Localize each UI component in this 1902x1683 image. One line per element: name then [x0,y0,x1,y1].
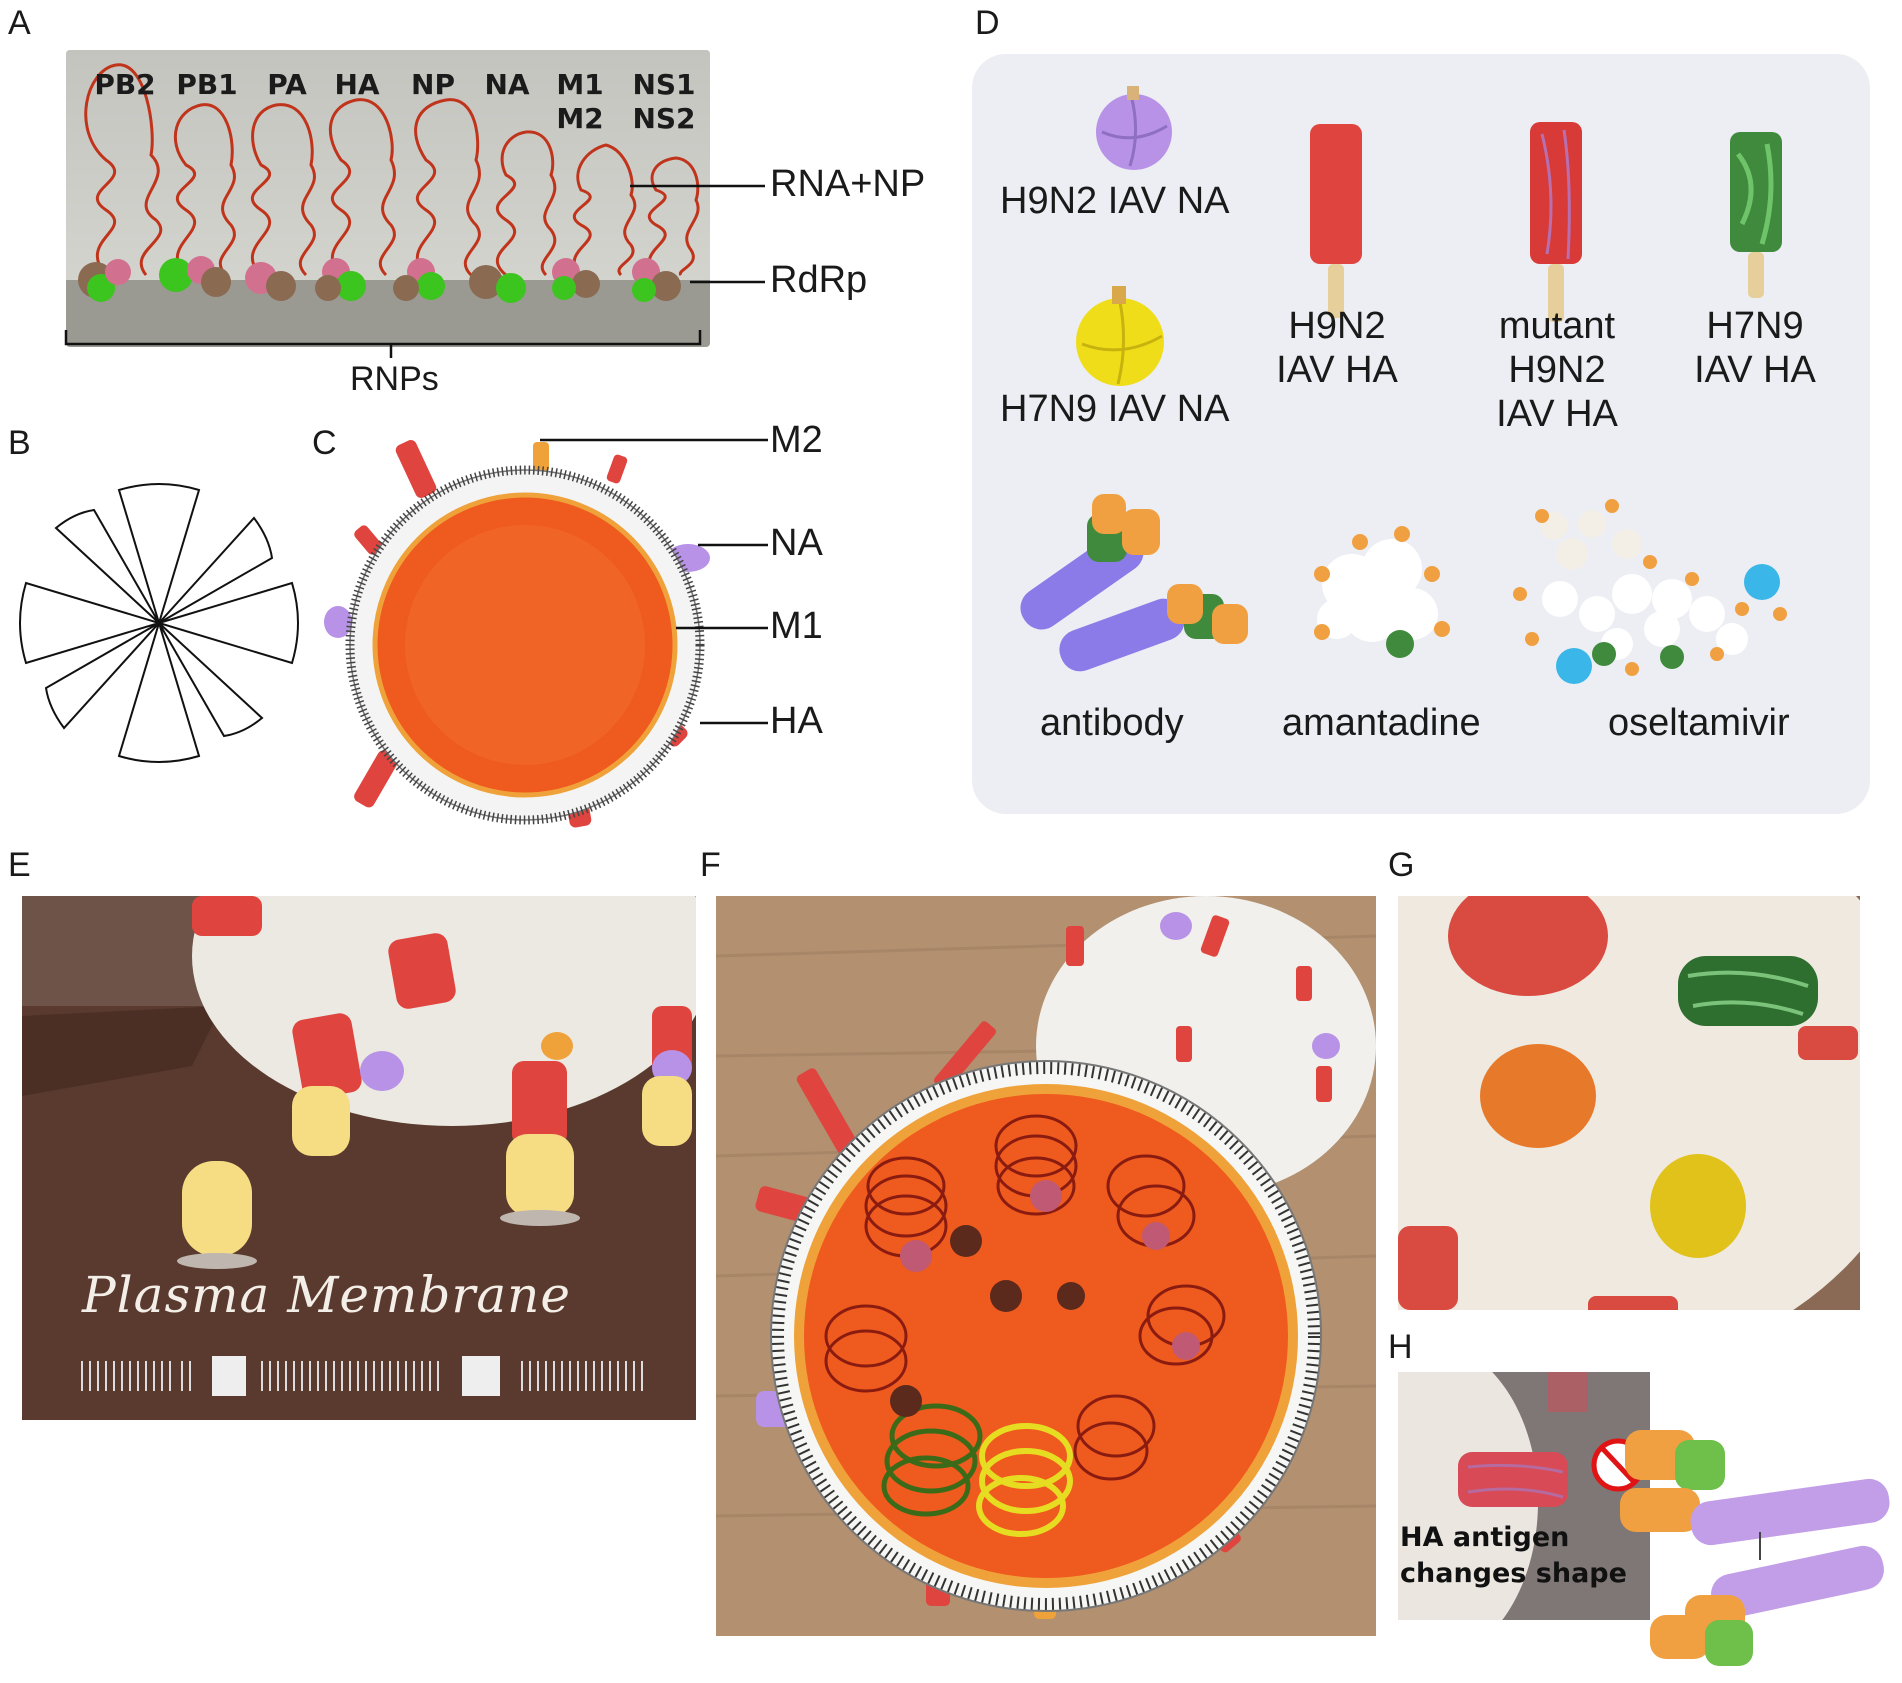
label-rnps: RNPs [350,360,439,398]
label-h7n9-na: H7N9 IAV NA [1000,388,1230,430]
virion-cross-section [324,440,710,828]
surface-protein-closeup-photo [1398,896,1860,1310]
antibody-model [1020,494,1248,672]
segment-pa: PA [267,68,307,101]
label-m1: M1 [770,605,823,647]
panel-label-f: F [700,846,721,884]
label-ha: HA [770,700,823,742]
ha-antibody-photo: HA antigen changes shape [1398,1372,1650,1620]
label-oseltamivir: oseltamivir [1608,702,1790,744]
h7n9-ha-model [1730,132,1782,298]
star-outline-diagram [19,483,299,763]
segment-pb2: PB2 [94,68,156,101]
molecule-models [1020,86,1787,684]
panel-label-d: D [975,4,1000,42]
surface-closeup-scene [1398,896,1860,1310]
panel-label-g: G [1388,846,1415,884]
virus-membrane-photo: Plasma Membrane [22,896,696,1420]
segment-ha: HA [334,68,380,101]
rnp-photo [66,50,710,347]
panel-c-leaders [540,438,768,725]
panel-label-b: B [8,424,31,462]
segment-m1-m2: M1 M2 [556,68,604,135]
segment-pb1: PB1 [176,68,238,101]
ha-antibody-scene [1398,1372,1650,1620]
label-rna-np: RNA+NP [770,163,926,205]
label-m2: M2 [770,419,823,461]
rnp-illustration [66,50,710,347]
label-amantadine: amantadine [1282,702,1481,744]
segment-np: NP [411,68,455,101]
panel-label-c: C [312,424,337,462]
label-h9n2-na: H9N2 IAV NA [1000,180,1230,222]
panel-a-leaders [64,184,765,358]
molecule-legend-box: H9N2 IAV NA H7N9 IAV NA H9N2 IAV HA muta… [972,54,1870,814]
segment-na: NA [484,68,530,101]
amantadine-model [1314,526,1450,658]
panel-label-h: H [1388,1328,1413,1366]
ha-shape-caption: HA antigen changes shape [1400,1522,1627,1589]
h7n9-na-model [1076,286,1164,386]
label-h7n9-ha: H7N9 IAV HA [1694,305,1816,391]
segment-ns1-ns2: NS1 NS2 [632,68,696,135]
h9n2-na-model [1096,86,1172,170]
membrane-scene [22,896,696,1420]
oseltamivir-model [1513,499,1787,684]
plasma-membrane-text: Plasma Membrane [82,1266,571,1324]
panel-label-a: A [8,4,31,42]
label-na: NA [770,522,823,564]
label-rdrp: RdRp [770,259,868,301]
virion-interior-photo [716,896,1376,1636]
label-antibody: antibody [1040,702,1184,744]
panel-label-e: E [8,846,31,884]
label-h9n2-ha: H9N2 IAV HA [1276,305,1398,391]
h9n2-ha-model [1310,124,1362,318]
label-mutant-h9n2-ha: mutant H9N2 IAV HA [1496,305,1618,435]
rdrp-beads [78,256,681,303]
virion-interior-scene [716,896,1376,1636]
antibody-blocked-illustration [1591,1430,1890,1666]
mutant-h9n2-ha-model [1530,122,1582,322]
